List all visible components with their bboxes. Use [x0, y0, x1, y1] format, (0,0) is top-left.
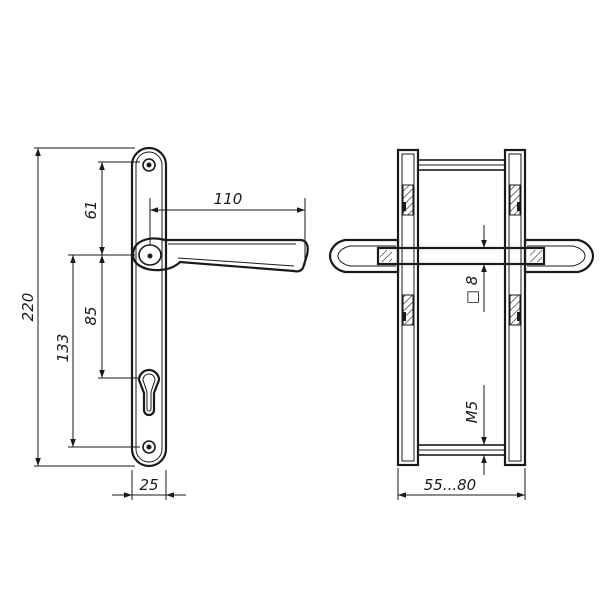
left-plate-section	[396, 148, 420, 467]
front-view: 220 133 85 61 110 25	[19, 146, 309, 500]
dim-220-label: 220	[19, 293, 37, 322]
dim-133-label: 133	[54, 334, 72, 363]
dim-85-label: 85	[82, 306, 100, 325]
top-screw-icon	[142, 158, 156, 172]
dim-spindle-label: □ 8	[463, 276, 481, 304]
right-plate-section	[503, 148, 527, 467]
dim-110-label: 110	[214, 190, 243, 208]
dim-door-label: 55...80	[424, 476, 476, 494]
left-handle-section	[328, 238, 400, 274]
back-plate-inner-edge	[135, 151, 163, 463]
dim-screw-label: M5	[463, 401, 481, 424]
dim-25-label: 25	[139, 476, 158, 494]
cylinder-cutout	[137, 368, 161, 417]
right-handle-section	[523, 238, 595, 274]
section-view: □ 8 M5 55...80	[328, 148, 595, 500]
bottom-screw-icon	[142, 440, 156, 454]
dim-61-label: 61	[82, 200, 100, 219]
back-plate	[130, 146, 168, 468]
spindle	[376, 246, 546, 266]
lever-handle	[131, 237, 309, 273]
